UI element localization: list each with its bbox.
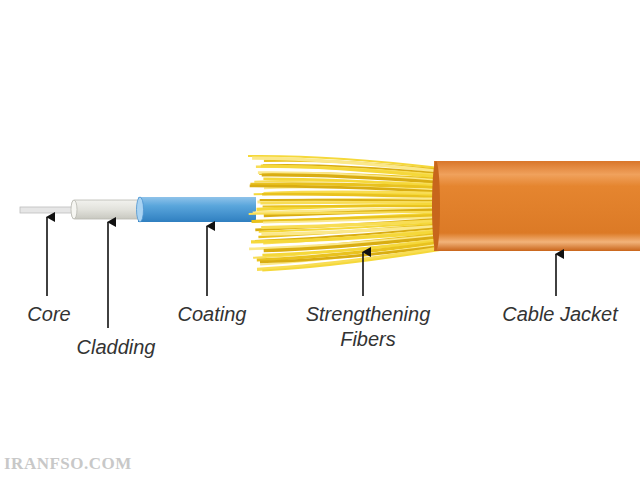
- fiber-strand: [260, 200, 440, 201]
- leader-arrows: [47, 217, 556, 328]
- cable-jacket: [434, 161, 640, 251]
- fiber-strand: [249, 212, 440, 214]
- part-label: Strengthening Fibers: [288, 302, 448, 352]
- coating: [138, 197, 256, 222]
- watermark: IRANFSO.COM: [4, 454, 204, 474]
- cladding: [72, 200, 142, 219]
- fiber-strand: [263, 205, 440, 207]
- part-label: Core: [4, 302, 94, 327]
- part-label: Cladding: [61, 335, 171, 360]
- core: [20, 207, 78, 213]
- fiber-strand: [262, 250, 440, 271]
- strengthening-fibers: [248, 156, 440, 271]
- part-label: Coating: [157, 302, 267, 327]
- fiber-strand: [257, 248, 440, 269]
- part-label: Cable Jacket: [485, 302, 635, 327]
- fiber-strand: [262, 194, 440, 197]
